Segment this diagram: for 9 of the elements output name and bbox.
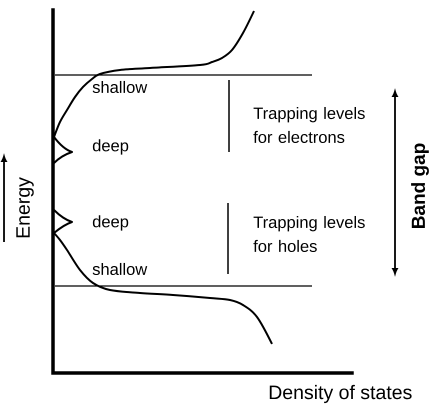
level-label: shallow [92,80,148,94]
level-label: deep [92,215,128,231]
level-label: deep [92,139,128,155]
axis-label: Energy [16,177,34,238]
bracket-label: Trapping levels for holes [253,216,365,252]
level-label: shallow [92,262,148,276]
axis-label: Density of states [270,384,412,404]
dimension-label: Band gap [411,144,429,228]
bracket-label: Trapping levels for electrons [253,106,365,143]
